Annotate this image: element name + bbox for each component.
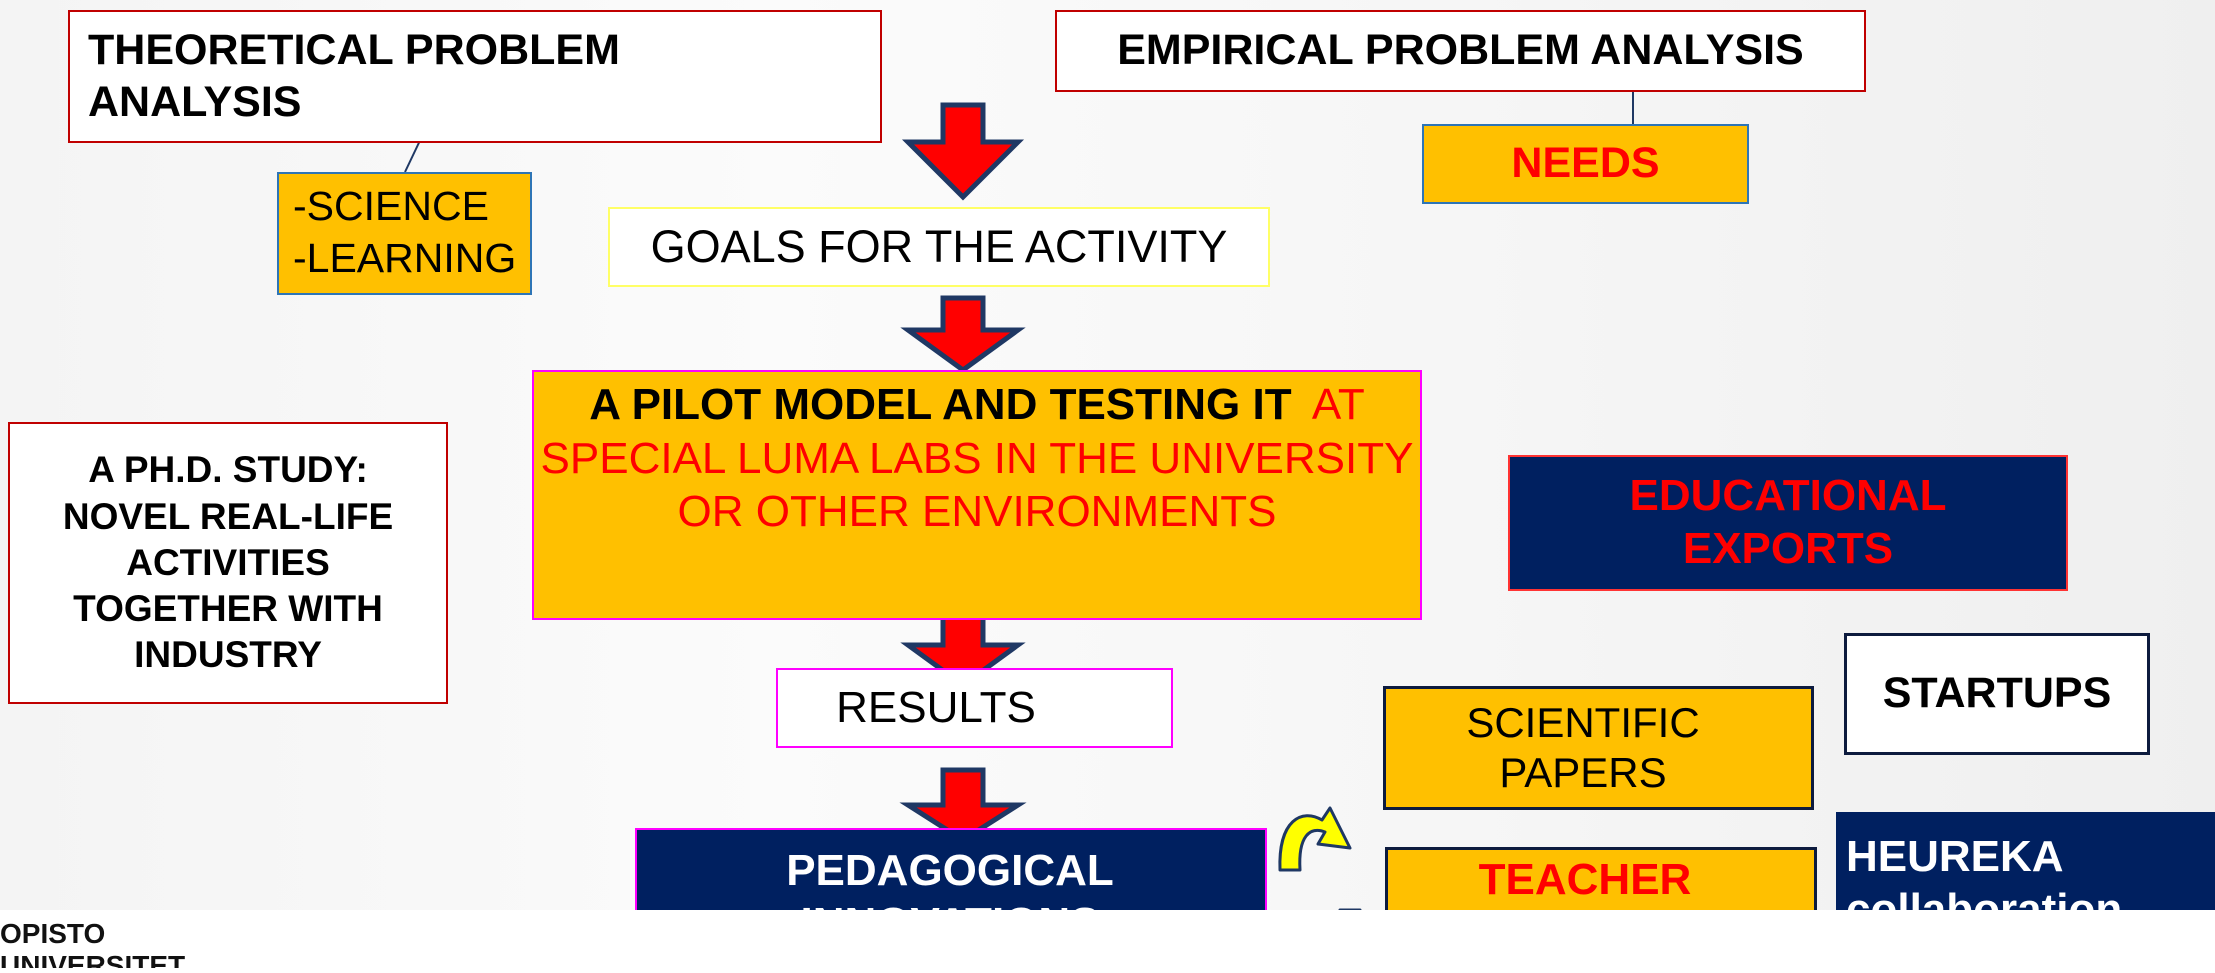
goals-label: GOALS FOR THE ACTIVITY [650, 221, 1228, 272]
scientific-papers-box [1383, 686, 1814, 810]
needs-box [1422, 124, 1749, 204]
logo-line-1: OPISTO [0, 918, 106, 949]
empirical-analysis-box [1055, 10, 1866, 92]
learning-label: -LEARNING [293, 235, 517, 282]
footer-strip [0, 910, 2215, 973]
science-label: -SCIENCE [293, 183, 489, 230]
results-label: RESULTS [836, 682, 1036, 732]
logo-line-2: UNIVERSITET [0, 950, 186, 969]
pilot-model-box [532, 370, 1422, 620]
pilot-model-text: A PILOT MODEL AND TESTING IT AT SPECIAL … [532, 378, 1422, 610]
theoretical-analysis-label: THEORETICAL PROBLEM ANALYSIS [88, 26, 620, 126]
empirical-analysis-label: EMPIRICAL PROBLEM ANALYSIS [1117, 26, 1804, 75]
startups-label: STARTUPS [1882, 669, 2112, 718]
down-arrow-4 [899, 767, 1027, 843]
startups-box [1844, 633, 2150, 755]
results-box [776, 668, 1173, 748]
university-logo: OPISTO UNIVERSITET [0, 918, 185, 968]
pilot-model-bold: A PILOT MODEL AND TESTING IT [589, 380, 1292, 429]
goals-box [608, 207, 1270, 287]
educational-exports-box [1508, 455, 2068, 591]
cycle-arrow-top [1278, 806, 1352, 872]
needs-label: NEEDS [1511, 139, 1660, 188]
down-arrow-1 [901, 102, 1025, 201]
theoretical-analysis-box [68, 10, 882, 143]
scientific-papers-label: SCIENTIFIC PAPERS [1466, 698, 1700, 796]
educational-exports-label: EDUCATIONAL EXPORTS [1629, 471, 1947, 573]
pilot-model-red: AT SPECIAL LUMA LABS IN THE UNIVERSITY O… [540, 380, 1414, 537]
phd-study-label: A PH.D. STUDY: NOVEL REAL-LIFE ACTIVITIE… [62, 449, 394, 676]
science-learning-box [277, 172, 532, 295]
down-arrow-2 [900, 295, 1026, 374]
phd-study-box [8, 422, 448, 704]
